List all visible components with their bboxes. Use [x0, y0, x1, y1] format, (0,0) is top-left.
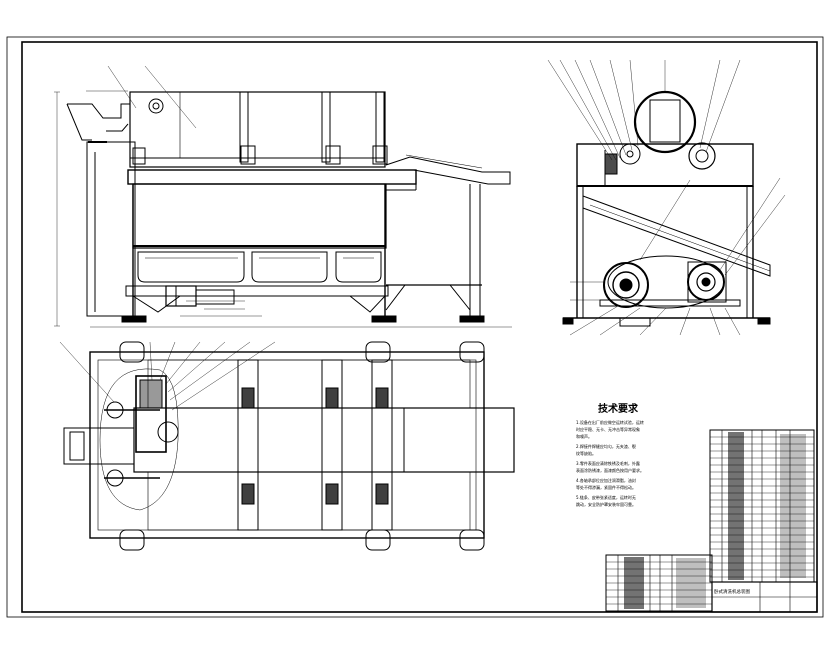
outer-border: [6, 36, 824, 618]
tech-requirement-line: 1.设备在出厂前应做空运转试验，运转: [576, 419, 644, 425]
title-block: 卧式清洗机总装图: [711, 581, 818, 613]
tech-requirement-line: 等处不得渗漏，紧固件不得松动。: [576, 484, 636, 490]
tech-requirement-line: 跳动，安全防护罩安装牢固可靠。: [576, 501, 636, 507]
technical-requirements: 技术要求 1.设备在出厂前应做空运转试验，运转 时应平稳、无卡、无冲击等异常现象…: [576, 402, 644, 507]
title-block-name: 卧式清洗机总装图: [714, 588, 750, 595]
tech-requirement-line: 和噪声。: [576, 433, 592, 439]
tech-requirement-line: 表面涂防锈漆，面漆颜色按用户要求。: [576, 467, 644, 473]
side-view: [547, 59, 786, 336]
tech-requirement-line: 5.链条、皮带张紧适度，运转时无: [576, 494, 636, 500]
tech-requirement-line: 时应平稳、无卡、无冲击等异常现象: [576, 426, 640, 432]
tech-requirement-line: 3.零件表面应清除铁锈及毛刺，外露: [576, 460, 640, 466]
secondary-parts-table: [605, 554, 713, 612]
tech-requirement-line: 2.焊接件焊缝应均匀，无夹渣、裂: [576, 443, 636, 449]
top-view: [59, 341, 515, 551]
parts-list: [709, 429, 815, 583]
front-view: [54, 65, 512, 328]
inner-border: [21, 41, 818, 613]
tech-requirements-title: 技术要求: [598, 402, 639, 415]
tech-requirement-line: 纹等缺陷。: [576, 450, 596, 456]
tech-requirement-line: 4.各轴承部位应加注润滑脂，油封: [576, 477, 636, 483]
